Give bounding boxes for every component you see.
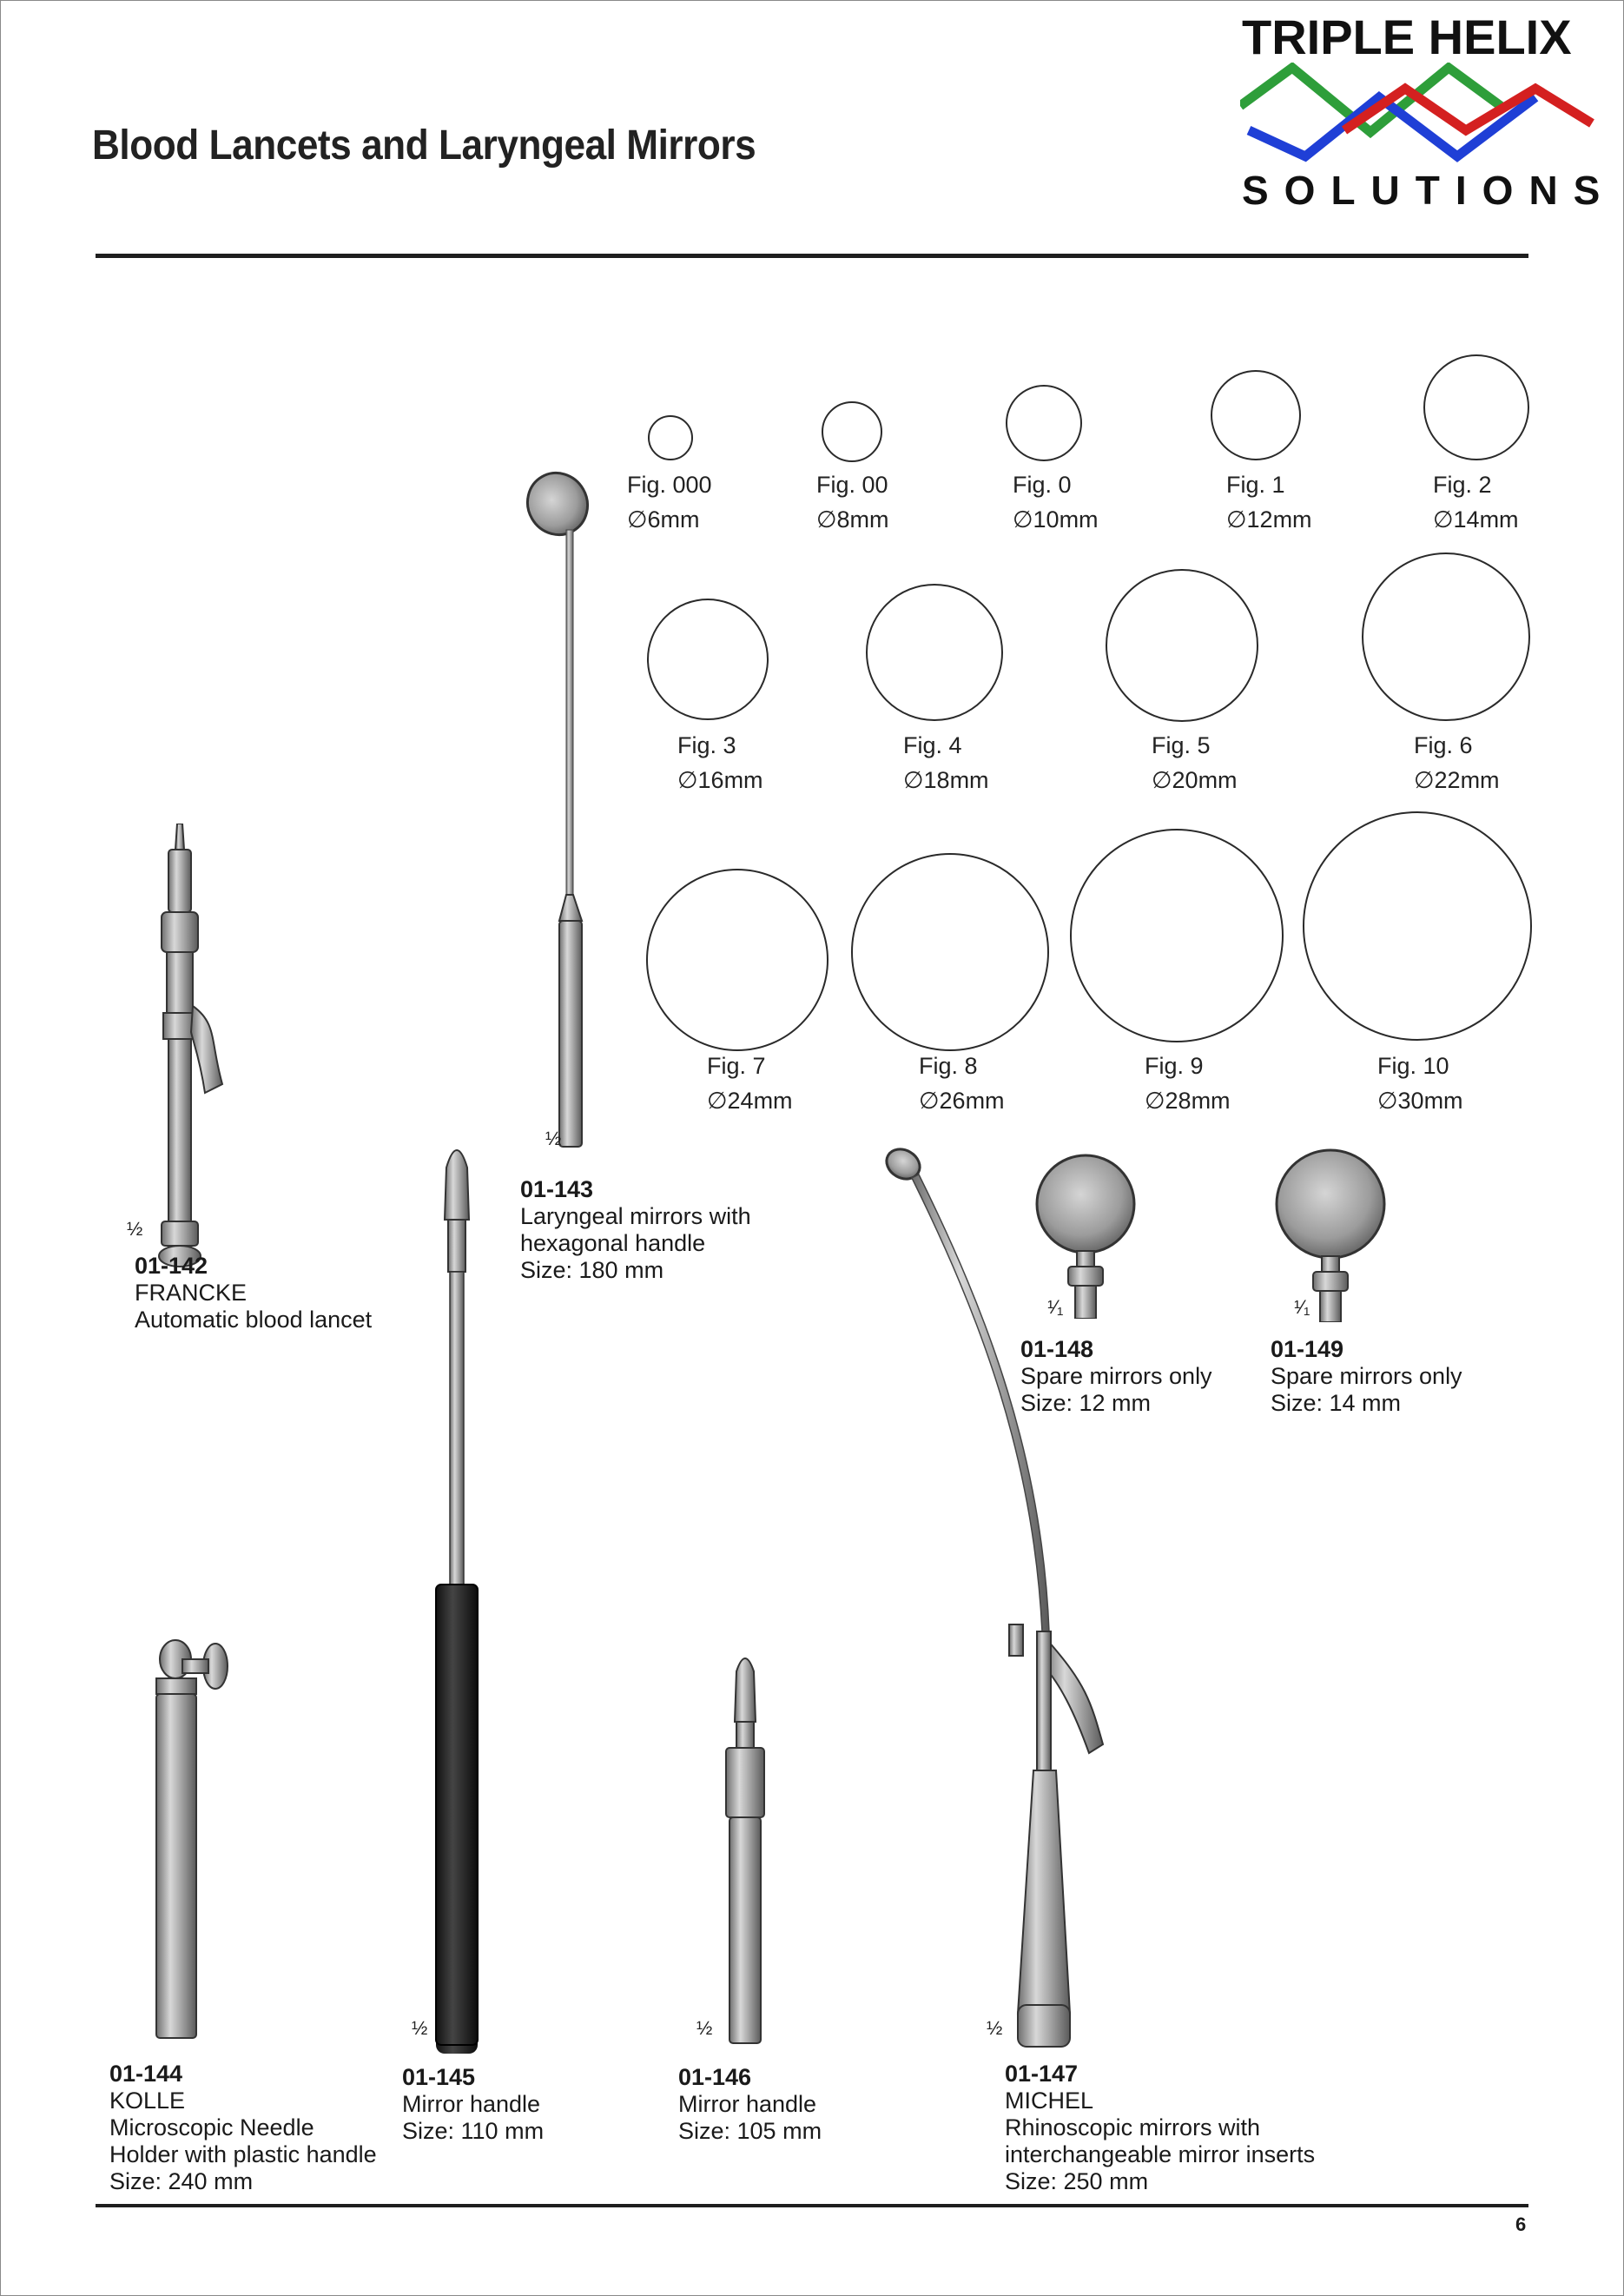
- product-code: 01-143: [520, 1176, 594, 1202]
- fig-label: Fig. 3∅16mm: [677, 732, 763, 793]
- product-01-142: 01-142 FRANCKE Automatic blood lancet: [135, 1253, 372, 1333]
- mirror-circle-fig-6: [1362, 552, 1530, 721]
- product-line: Size: 12 mm: [1020, 1390, 1152, 1416]
- product-01-147: 01-147 MICHEL Rhinoscopic mirrors with i…: [1005, 2061, 1315, 2195]
- product-line: hexagonal handle: [520, 1230, 706, 1256]
- fig-label: Fig. 00∅8mm: [816, 472, 889, 533]
- product-line: Mirror handle: [678, 2091, 817, 2117]
- product-01-148: 01-148 Spare mirrors only Size: 12 mm: [1020, 1336, 1212, 1417]
- product-line: Size: 240 mm: [109, 2168, 254, 2194]
- mirror-circle-fig-1: [1211, 370, 1301, 460]
- logo-bottom-text: SOLUTIONS: [1242, 168, 1616, 213]
- fig-label: Fig. 1∅12mm: [1226, 472, 1312, 533]
- product-line: interchangeable mirror inserts: [1005, 2141, 1316, 2167]
- fig-label: Fig. 4∅18mm: [903, 732, 989, 793]
- mirror-circle-fig-000: [648, 415, 693, 460]
- fig-label: Fig. 6∅22mm: [1414, 732, 1500, 793]
- mirror-circle-fig-5: [1106, 569, 1258, 722]
- footer-rule: [96, 2204, 1528, 2207]
- mirror-circle-fig-00: [822, 401, 882, 462]
- scale-label-01-143: ½: [545, 1128, 562, 1149]
- product-line: Size: 110 mm: [402, 2118, 545, 2144]
- mirror-handle-105mm-image: [725, 1657, 765, 2044]
- product-line: KOLLE: [109, 2088, 186, 2114]
- product-line: Automatic blood lancet: [135, 1307, 373, 1333]
- mirror-circle-fig-2: [1423, 354, 1529, 460]
- scale-label-01-147: ½: [987, 2017, 1003, 2039]
- triple-helix-logo-icon: [1240, 63, 1594, 162]
- scale-label-01-146: ½: [696, 2017, 713, 2039]
- spare-mirror-14mm-image: [1275, 1148, 1386, 1322]
- mirror-circle-fig-7: [646, 869, 829, 1051]
- page-number: 6: [1515, 2213, 1527, 2235]
- product-code: 01-149: [1271, 1336, 1344, 1362]
- mirror-circle-fig-0: [1006, 385, 1082, 461]
- mirror-circle-fig-4: [866, 584, 1003, 721]
- michel-rhinoscopic-mirror-image: [885, 1148, 1105, 2048]
- product-line: Size: 105 mm: [678, 2118, 822, 2144]
- product-01-146: 01-146 Mirror handle Size: 105 mm: [678, 2064, 822, 2145]
- product-line: Size: 180 mm: [520, 1257, 664, 1283]
- product-line: Microscopic Needle: [109, 2114, 314, 2141]
- laryngeal-mirror-image: [525, 471, 590, 1148]
- scale-label-01-142: ½: [127, 1218, 143, 1240]
- product-01-149: 01-149 Spare mirrors only Size: 14 mm: [1271, 1336, 1462, 1417]
- fig-label: Fig. 0∅10mm: [1013, 472, 1099, 533]
- product-code: 01-148: [1020, 1336, 1094, 1362]
- product-line: Spare mirrors only: [1271, 1363, 1462, 1389]
- fig-label: Fig. 9∅28mm: [1145, 1053, 1231, 1114]
- product-line: FRANCKE: [135, 1280, 248, 1306]
- product-01-145: 01-145 Mirror handle Size: 110 mm: [402, 2064, 544, 2145]
- product-01-144: 01-144 KOLLE Microscopic Needle Holder w…: [109, 2061, 377, 2195]
- product-line: Rhinoscopic mirrors with: [1005, 2114, 1261, 2141]
- page-title: Blood Lancets and Laryngeal Mirrors: [92, 122, 756, 169]
- mirror-circle-fig-9: [1070, 829, 1284, 1042]
- mirror-circle-fig-10: [1303, 811, 1532, 1041]
- mirror-circle-fig-3: [647, 599, 769, 720]
- scale-label-01-145: ½: [412, 2017, 428, 2039]
- product-line: MICHEL: [1005, 2088, 1094, 2114]
- product-line: Spare mirrors only: [1020, 1363, 1212, 1389]
- spare-mirror-12mm-image: [1035, 1154, 1136, 1319]
- fig-label: Fig. 7∅24mm: [707, 1053, 793, 1114]
- product-code: 01-144: [109, 2061, 183, 2087]
- product-code: 01-142: [135, 1253, 208, 1279]
- product-01-143: 01-143 Laryngeal mirrors with hexagonal …: [520, 1176, 751, 1284]
- fig-label: Fig. 2∅14mm: [1433, 472, 1519, 533]
- product-line: Size: 14 mm: [1271, 1390, 1402, 1416]
- product-line: Size: 250 mm: [1005, 2168, 1149, 2194]
- mirror-handle-110mm-image: [435, 1149, 479, 2054]
- fig-label: Fig. 5∅20mm: [1152, 732, 1238, 793]
- fig-label: Fig. 000∅6mm: [627, 472, 712, 533]
- kolle-needle-holder-image: [155, 1639, 228, 2039]
- mirror-circle-fig-8: [851, 853, 1049, 1051]
- product-line: Laryngeal mirrors with: [520, 1203, 751, 1229]
- fig-label: Fig. 10∅30mm: [1377, 1053, 1463, 1114]
- product-line: Mirror handle: [402, 2091, 541, 2117]
- header-rule: [96, 254, 1528, 258]
- product-code: 01-147: [1005, 2061, 1079, 2087]
- logo-top-text: TRIPLE HELIX: [1242, 10, 1572, 64]
- product-code: 01-145: [402, 2064, 476, 2090]
- scale-label-01-149: ¹⁄₁: [1294, 1296, 1310, 1318]
- product-line: Holder with plastic handle: [109, 2141, 377, 2167]
- francke-lancet-image: [158, 824, 224, 1267]
- fig-label: Fig. 8∅26mm: [919, 1053, 1005, 1114]
- scale-label-01-148: ¹⁄₁: [1047, 1296, 1064, 1318]
- product-code: 01-146: [678, 2064, 752, 2090]
